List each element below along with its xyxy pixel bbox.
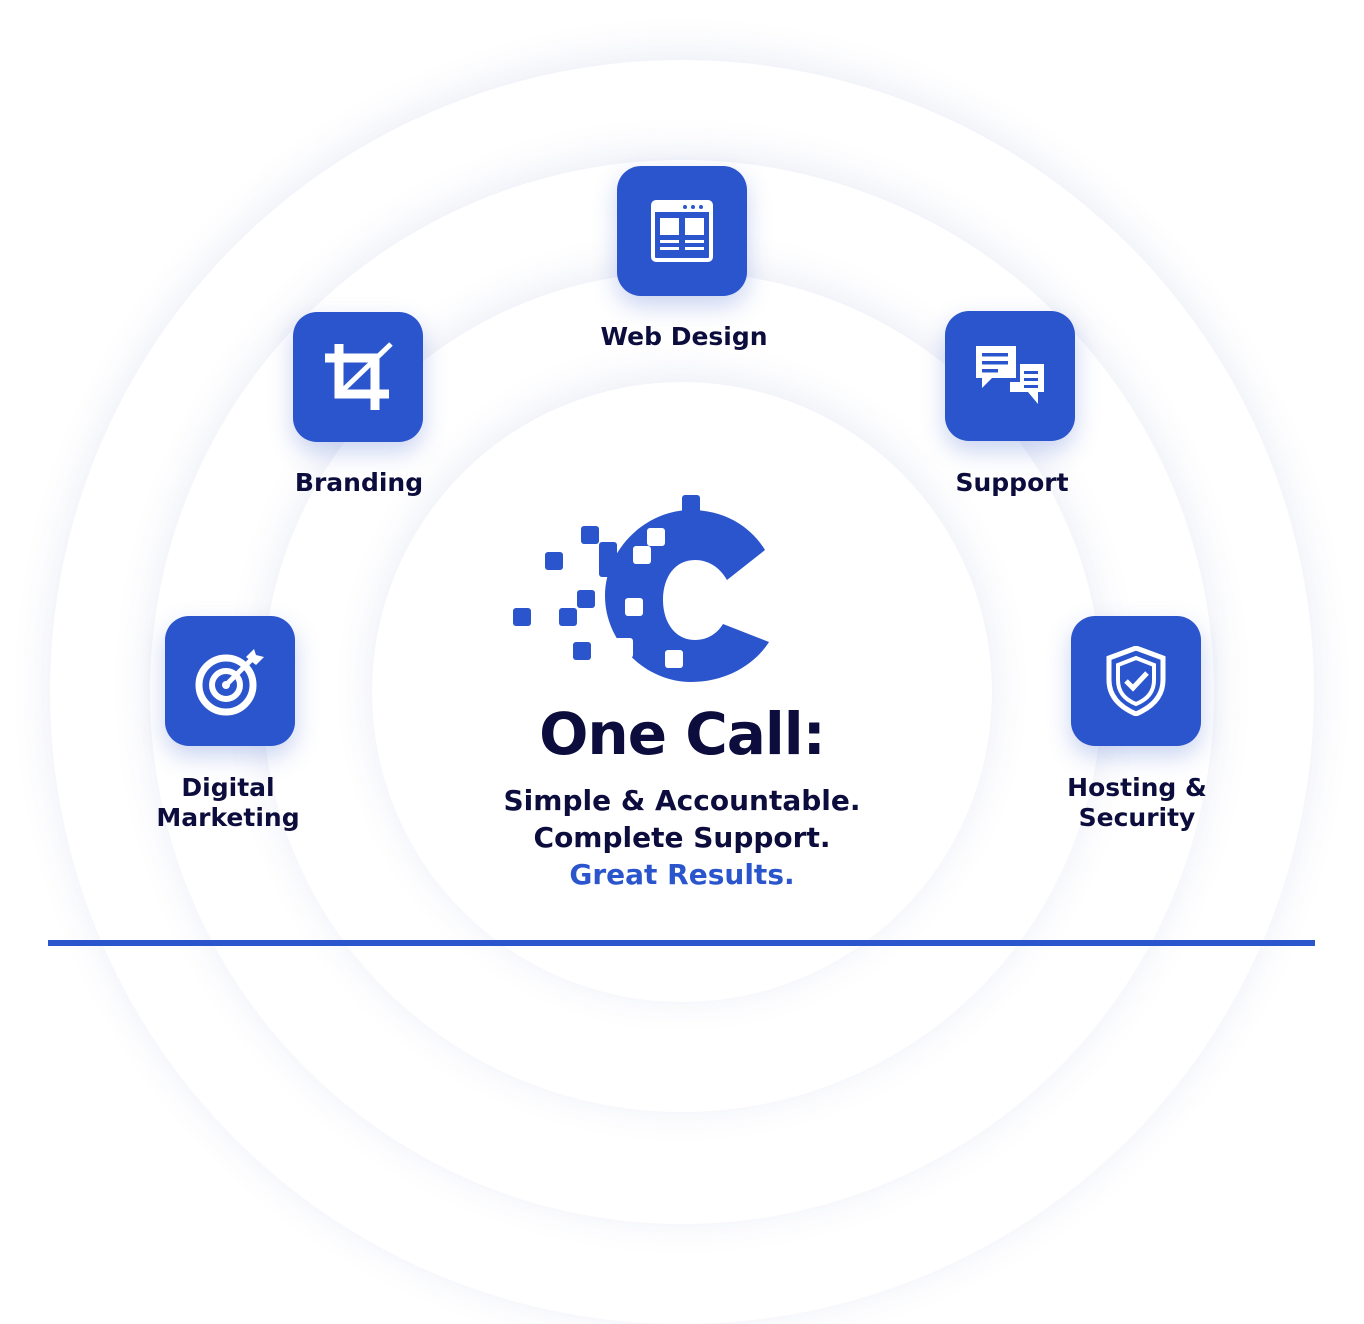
one-call-logo	[513, 495, 769, 682]
inner-ring	[372, 382, 992, 1002]
crop-icon	[325, 342, 393, 410]
shield-check-icon	[1106, 646, 1166, 716]
branding-label: Branding	[294, 468, 424, 497]
web-design-label: Web Design	[600, 322, 768, 351]
center-line-1: Simple & Accountable.	[503, 784, 861, 817]
digital-marketing-tile[interactable]	[165, 616, 295, 746]
browser-layout-icon	[651, 200, 713, 262]
support-tile[interactable]	[945, 311, 1075, 441]
center-title: One Call:	[539, 700, 826, 768]
chat-bubbles-icon	[976, 346, 1044, 404]
bottom-accent-bar	[48, 940, 1315, 946]
center-line-2: Complete Support.	[533, 821, 831, 854]
hosting-security-tile[interactable]	[1071, 616, 1201, 746]
branding-tile[interactable]	[293, 312, 423, 442]
web-design-tile[interactable]	[617, 166, 747, 296]
center-line-3: Great Results.	[569, 858, 795, 891]
hosting-security-label: Hosting &Security	[1067, 773, 1207, 832]
support-label: Support	[955, 468, 1069, 497]
target-icon	[195, 649, 264, 716]
